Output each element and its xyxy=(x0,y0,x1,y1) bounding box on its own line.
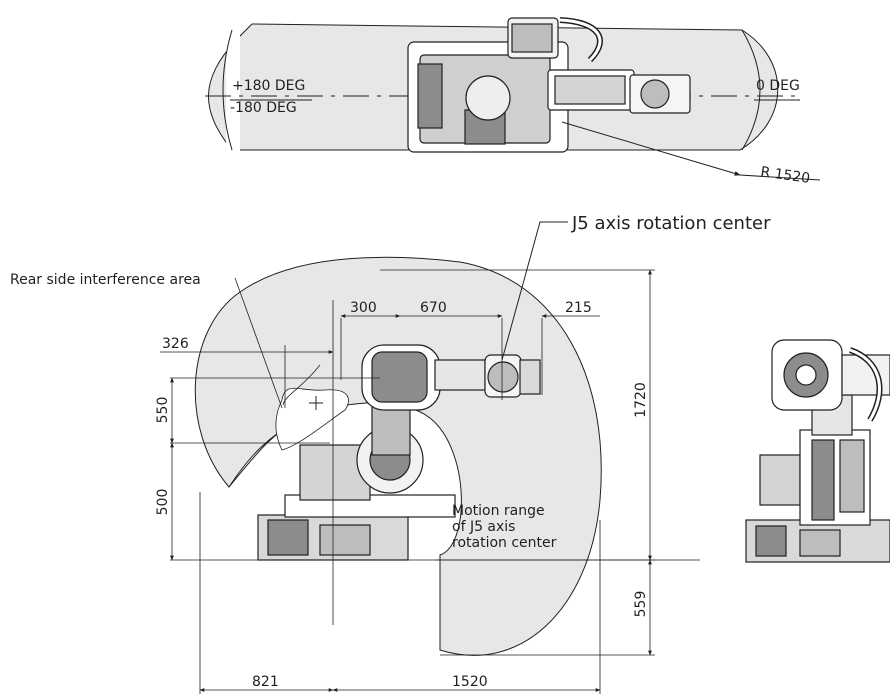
top-view: +180 DEG -180 DEG 0 DEG R 1520 xyxy=(205,17,821,187)
dim-300: 300 xyxy=(350,300,377,316)
dim-500: 500 xyxy=(155,489,171,516)
dim-559: 559 xyxy=(633,591,649,618)
motion-range-line3: rotation center xyxy=(452,535,557,551)
dim-1720: 1720 xyxy=(633,382,649,418)
radius-label: R 1520 xyxy=(759,164,811,187)
dim-1520: 1520 xyxy=(452,674,488,690)
dim-821: 821 xyxy=(252,674,279,690)
rear-interference-area xyxy=(275,387,349,451)
angle-label-minus-180: -180 DEG xyxy=(230,100,297,116)
j5-center-label: J5 axis rotation center xyxy=(571,213,771,234)
angle-label-zero: 0 DEG xyxy=(756,78,800,94)
dim-670: 670 xyxy=(420,300,447,316)
dim-550: 550 xyxy=(155,397,171,424)
dim-215: 215 xyxy=(565,300,592,316)
front-view-robot xyxy=(745,339,890,563)
rear-interference-label: Rear side interference area xyxy=(10,272,201,288)
top-view-robot xyxy=(407,17,691,153)
motion-range-line2: of J5 axis xyxy=(452,519,515,535)
dim-326: 326 xyxy=(162,336,189,352)
motion-range-line1: Motion range xyxy=(452,503,545,519)
angle-label-plus-180: +180 DEG xyxy=(232,78,305,94)
side-view: J5 axis rotation center Rear side interf… xyxy=(10,213,771,694)
side-view-robot xyxy=(257,344,541,561)
